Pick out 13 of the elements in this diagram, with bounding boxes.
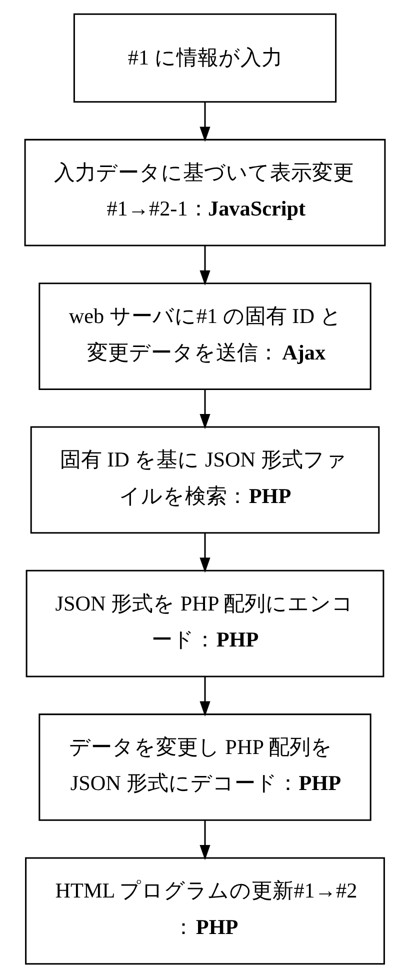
arrow [199,102,210,142]
arrow [199,820,210,860]
node-box: web サーバに#1 の固有 ID と変更データを送信：Ajax [38,282,371,390]
node-box: データを変更し PHP 配列を JSON 形式にデコード：PHP [38,714,371,821]
arrow [199,246,210,286]
node-box: HTML プログラムの更新#1→#2：PHP [24,857,384,965]
arrow [199,533,210,573]
node-box: 固有 ID を基に JSON 形式ファイルを検索：PHP [30,426,380,534]
node-box: 入力データに基づいて表示変更#1→#2-1：JavaScript [24,138,386,246]
arrow [199,389,210,430]
arrow [199,676,210,716]
node-box: JSON 形式を PHP 配列にエンコード：PHP [25,570,384,678]
node-box: #1 に情報が入力 [72,13,336,103]
